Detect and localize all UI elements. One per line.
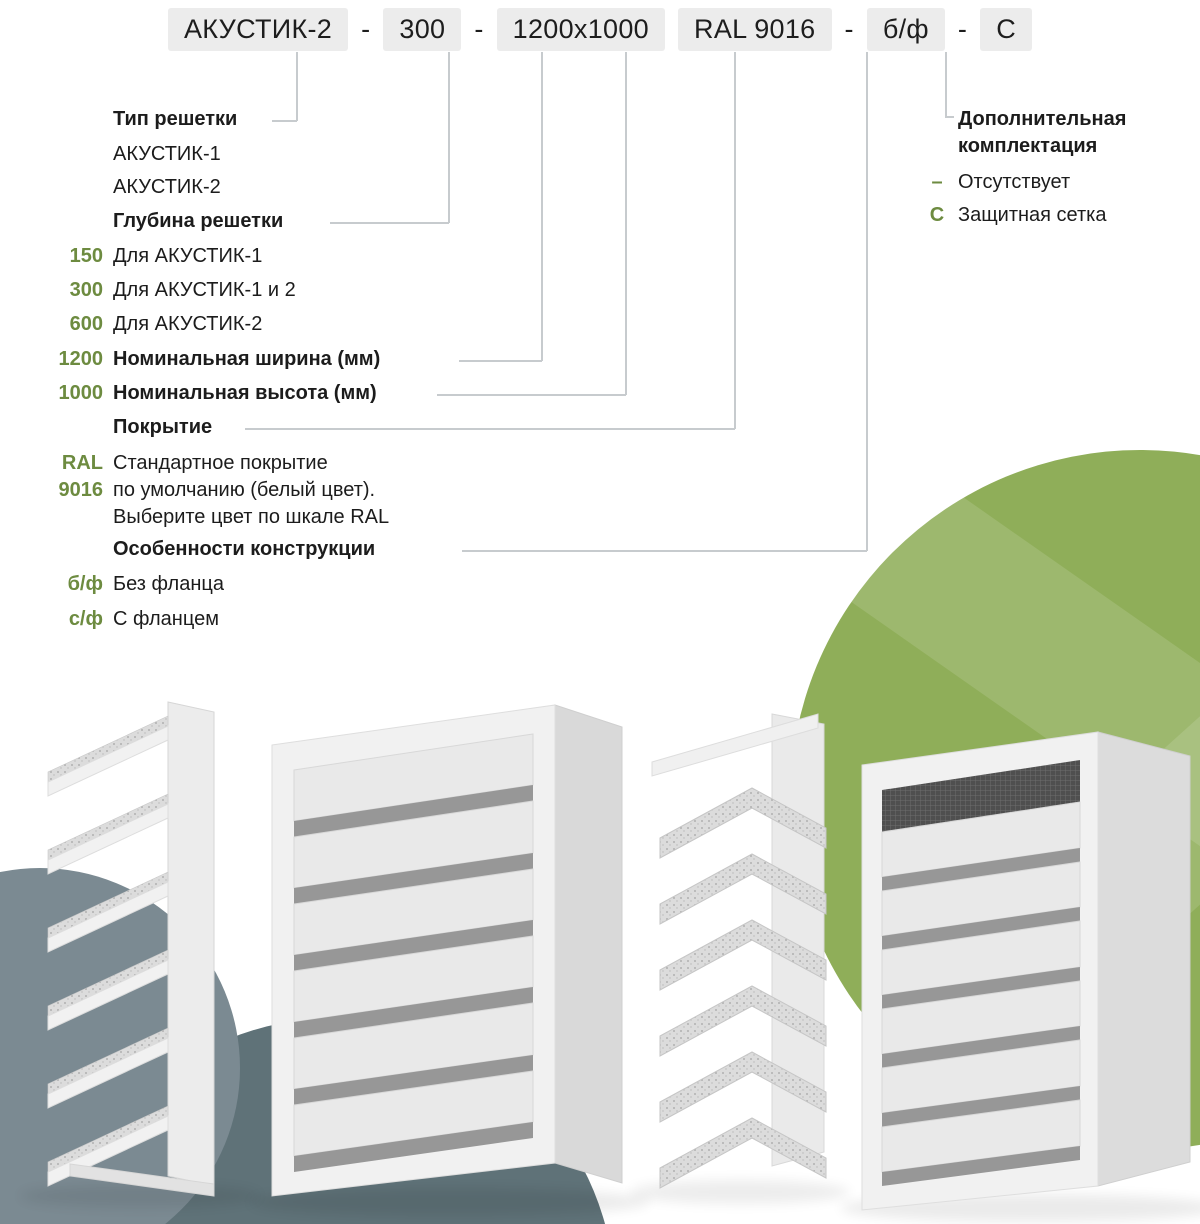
grille-acoustic1-front-render [271,704,623,1197]
depth-code-600: 600 [69,313,103,335]
width-label: Номинальная ширина (мм) [113,348,381,370]
extras-item: Отсутствует [958,171,1071,193]
shadow [250,1188,650,1216]
connector-line-type [272,120,297,122]
code-segment-type: АКУСТИК-2 [167,8,349,51]
dash-separator: - [957,14,968,44]
grille-acoustic1-side-render [47,701,215,1197]
coating-description-line: Выберите цвет по шкале RAL [113,506,390,528]
code-segment-size: 1200x1000 [496,8,666,51]
extras-header-line: комплектация [958,135,1098,157]
grille-product-renders [20,701,1200,1222]
code-segment-coating: RAL 9016 [678,8,832,51]
grille-acoustic2-side-render [651,713,827,1189]
shadow [630,1180,850,1204]
connector-line-coating [245,428,735,430]
height-label: Номинальная высота (мм) [113,382,377,404]
feature-code-no-flange: б/ф [67,573,103,595]
coating-code-9016: 9016 [58,479,104,501]
coating-description-line: по умолчанию (белый цвет). [113,479,376,501]
features-header: Особенности конструкции [113,538,376,560]
connector-line-depth [330,222,449,224]
code-segment-extra: С [980,8,1033,51]
connector-line-width [459,360,542,362]
depth-item: Для АКУСТИК-2 [113,313,263,335]
protective-mesh [882,760,1080,832]
type-item: АКУСТИК-1 [113,143,221,165]
depth-header: Глубина решетки [113,210,284,232]
extras-code-none: – [931,171,943,193]
feature-code-with-flange: с/ф [68,608,103,630]
connector-line-width [541,52,543,361]
depth-item: Для АКУСТИК-1 и 2 [113,279,296,301]
product-code-formula: АКУСТИК-2 - 300 - 1200x1000 RAL 9016 - б… [167,8,1033,51]
feature-item: С фланцем [113,608,219,630]
coating-header: Покрытие [113,416,213,438]
feature-item: Без фланца [113,573,224,595]
connector-line-extras [945,52,947,117]
connector-line-coating [734,52,736,429]
depth-code-150: 150 [69,245,103,267]
depth-item: Для АКУСТИК-1 [113,245,263,267]
extras-code-mesh: С [929,204,945,226]
height-code: 1000 [58,382,104,404]
dash-separator: - [474,14,484,44]
connector-line-type [296,52,298,121]
type-item: АКУСТИК-2 [113,176,221,198]
width-code: 1200 [58,348,104,370]
connector-line-depth [448,52,450,223]
connector-line-height [625,52,627,395]
extras-header-line: Дополнительная [958,108,1127,130]
grille-with-mesh-front-render [861,731,1191,1211]
connector-line-features [866,52,868,551]
extras-item: Защитная сетка [958,204,1107,226]
shadow [20,1184,260,1208]
depth-code-300: 300 [69,279,103,301]
connector-line-features [462,550,867,552]
dash-separator: - [361,14,371,44]
code-segment-depth: 300 [383,8,462,51]
coating-description-line: Стандартное покрытие [113,452,328,474]
connector-line-extras [945,116,954,118]
type-header: Тип решетки [113,108,238,130]
connector-line-height [437,394,626,396]
dash-separator: - [844,14,854,44]
code-segment-flange: б/ф [866,8,945,51]
coating-code-ral: RAL [61,452,103,474]
